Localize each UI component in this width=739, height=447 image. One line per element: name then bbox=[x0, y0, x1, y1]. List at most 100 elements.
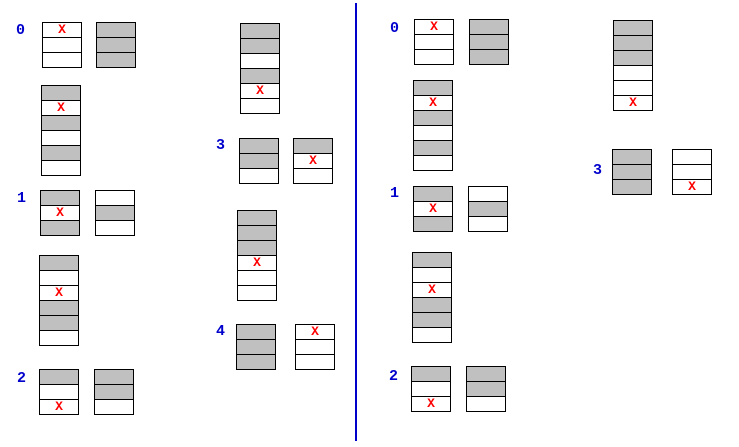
block-cell-empty bbox=[414, 126, 452, 141]
block-cell-empty bbox=[673, 165, 711, 180]
block-table-col2-top-overflow: X bbox=[613, 20, 653, 111]
block-table-bucket4-block2: X bbox=[295, 324, 335, 370]
block-table-bucket3-block2: X bbox=[672, 149, 712, 195]
bucket-label-1: 1 bbox=[17, 190, 27, 207]
block-cell-shaded bbox=[412, 367, 450, 382]
block-cell-empty bbox=[469, 217, 507, 231]
block-cell-shaded bbox=[96, 206, 134, 221]
block-cell-shaded bbox=[40, 370, 78, 385]
block-cell-empty bbox=[296, 355, 334, 369]
block-cell-shaded bbox=[97, 23, 135, 38]
block-cell-marked: X bbox=[40, 286, 78, 301]
block-cell-marked: X bbox=[42, 101, 80, 116]
block-cell-marked: X bbox=[40, 400, 78, 414]
block-table-bucket1-block2 bbox=[95, 190, 135, 236]
block-cell-empty bbox=[43, 38, 81, 53]
block-cell-shaded bbox=[613, 150, 651, 165]
block-cell-empty bbox=[96, 221, 134, 235]
block-cell-shaded bbox=[237, 340, 275, 355]
block-cell-empty bbox=[413, 268, 451, 283]
x-mark: X bbox=[256, 83, 264, 98]
x-mark: X bbox=[311, 324, 319, 339]
block-cell-empty bbox=[467, 397, 505, 411]
block-cell-marked: X bbox=[294, 154, 332, 169]
block-cell-marked: X bbox=[414, 202, 452, 217]
block-cell-shaded bbox=[470, 50, 508, 64]
block-cell-marked: X bbox=[673, 180, 711, 194]
block-table-bucket3-block1 bbox=[612, 149, 652, 195]
bucket-label-0: 0 bbox=[16, 22, 26, 39]
block-cell-shaded bbox=[40, 301, 78, 316]
block-cell-shaded bbox=[238, 241, 276, 256]
bucket-label-2: 2 bbox=[17, 370, 27, 387]
block-cell-shaded bbox=[237, 355, 275, 369]
block-cell-empty bbox=[238, 271, 276, 286]
block-table-bucket2-block2 bbox=[94, 369, 134, 415]
block-cell-empty bbox=[240, 169, 278, 183]
x-mark: X bbox=[55, 399, 63, 414]
block-cell-shaded bbox=[467, 367, 505, 382]
block-cell-empty bbox=[415, 50, 453, 64]
block-cell-empty bbox=[40, 331, 78, 345]
block-cell-shaded bbox=[40, 256, 78, 271]
block-table-bucket0-block2 bbox=[469, 19, 509, 65]
block-cell-empty bbox=[415, 35, 453, 50]
block-cell-shaded bbox=[240, 139, 278, 154]
x-mark: X bbox=[688, 179, 696, 194]
block-cell-shaded bbox=[413, 313, 451, 328]
block-cell-marked: X bbox=[238, 256, 276, 271]
block-cell-empty bbox=[673, 150, 711, 165]
block-table-bucket1-block1: X bbox=[40, 190, 80, 236]
block-cell-shaded bbox=[467, 382, 505, 397]
block-cell-marked: X bbox=[414, 96, 452, 111]
block-cell-marked: X bbox=[412, 397, 450, 411]
block-cell-empty bbox=[40, 271, 78, 286]
x-mark: X bbox=[429, 95, 437, 110]
bucket-label-3: 3 bbox=[593, 162, 603, 179]
bucket-label-4: 4 bbox=[216, 323, 226, 340]
block-cell-empty bbox=[238, 286, 276, 300]
block-cell-empty bbox=[294, 169, 332, 183]
block-cell-shaded bbox=[40, 316, 78, 331]
x-mark: X bbox=[629, 95, 637, 110]
block-cell-empty bbox=[43, 53, 81, 67]
block-cell-shaded bbox=[613, 165, 651, 180]
x-mark: X bbox=[430, 19, 438, 34]
block-cell-shaded bbox=[614, 36, 652, 51]
block-cell-empty bbox=[296, 340, 334, 355]
block-cell-shaded bbox=[413, 253, 451, 268]
block-cell-shaded bbox=[294, 139, 332, 154]
block-cell-empty bbox=[614, 81, 652, 96]
block-table-bucket2-block2 bbox=[466, 366, 506, 412]
block-cell-shaded bbox=[414, 111, 452, 126]
x-mark: X bbox=[429, 201, 437, 216]
block-table-bucket0-block1: X bbox=[414, 19, 454, 65]
block-cell-shaded bbox=[241, 69, 279, 84]
block-cell-shaded bbox=[470, 35, 508, 50]
block-table-col2-mid-overflow: X bbox=[237, 210, 277, 301]
block-cell-empty bbox=[241, 54, 279, 69]
x-mark: X bbox=[56, 205, 64, 220]
block-cell-shaded bbox=[414, 217, 452, 231]
x-mark: X bbox=[57, 100, 65, 115]
block-cell-shaded bbox=[97, 38, 135, 53]
block-cell-shaded bbox=[238, 211, 276, 226]
block-table-bucket2-block1: X bbox=[39, 369, 79, 415]
block-cell-empty bbox=[42, 131, 80, 146]
block-cell-marked: X bbox=[614, 96, 652, 110]
block-cell-shaded bbox=[42, 86, 80, 101]
block-table-bucket3-block1 bbox=[239, 138, 279, 184]
block-cell-marked: X bbox=[415, 20, 453, 35]
block-cell-shaded bbox=[413, 298, 451, 313]
block-cell-shaded bbox=[241, 24, 279, 39]
block-cell-shaded bbox=[95, 370, 133, 385]
block-cell-shaded bbox=[95, 385, 133, 400]
x-mark: X bbox=[55, 285, 63, 300]
block-cell-empty bbox=[40, 385, 78, 400]
block-table-bucket3-block2: X bbox=[293, 138, 333, 184]
block-cell-marked: X bbox=[41, 206, 79, 221]
bucket-label-2: 2 bbox=[389, 368, 399, 385]
block-cell-shaded bbox=[414, 81, 452, 96]
